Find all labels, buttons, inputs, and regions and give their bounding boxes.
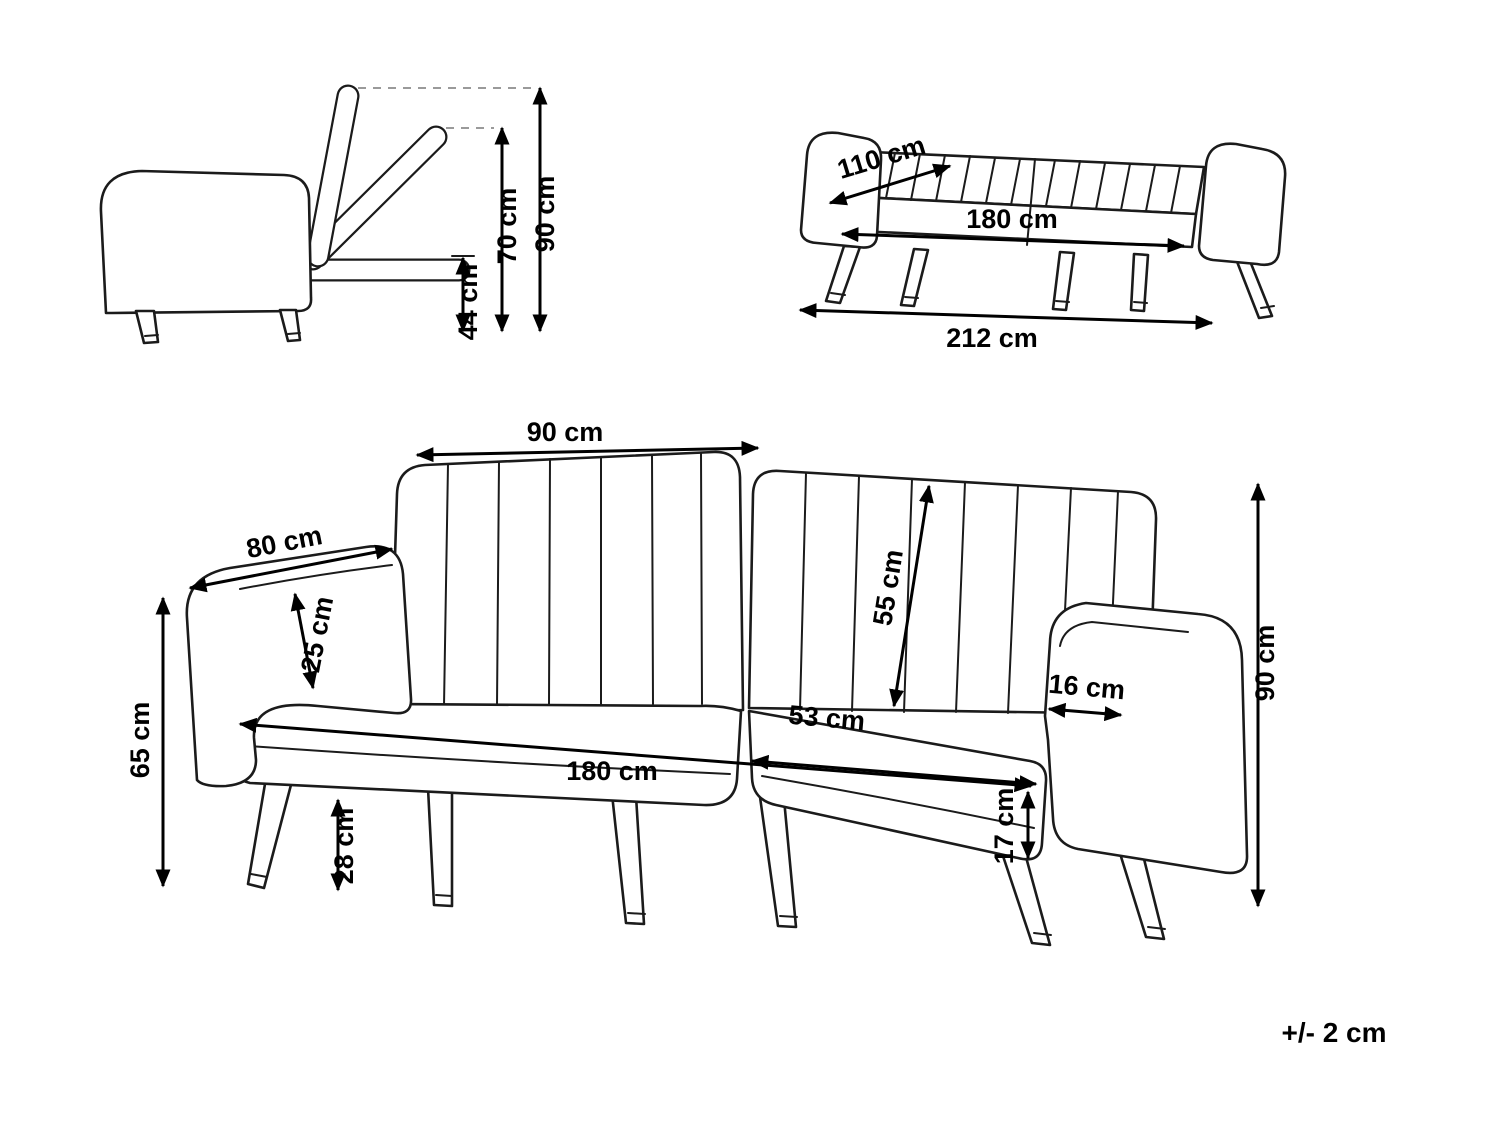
front-leg-cap [779, 915, 798, 918]
dim-label-90cm-side: 90 cm [530, 176, 560, 253]
dimension-backrest-up-height: 90 cm [530, 86, 560, 333]
backrest-mid-position [301, 125, 448, 271]
front-leg [426, 786, 454, 908]
side-profile-view: 44 cm 70 cm 90 cm [99, 84, 560, 345]
dimension-bed-total-length: 212 cm [798, 303, 1214, 353]
dim-label-212cm: 212 cm [946, 323, 1038, 353]
dimension-bed-sleep-width: 180 cm [840, 204, 1186, 253]
armrest-right [1043, 601, 1249, 875]
side-chair-body [99, 169, 313, 315]
front-leg [246, 776, 294, 890]
dim-label-180cm-front: 180 cm [566, 756, 658, 786]
front-leg [610, 792, 646, 926]
bed-leg-cap [1133, 301, 1148, 304]
dim-label-28cm: 28 cm [329, 808, 359, 885]
dimension-backrest-mid-height: 70 cm [492, 126, 522, 333]
backrest-upright-position [306, 84, 360, 268]
bed-leg-cap [1260, 305, 1275, 309]
side-rear-leg-cap [287, 332, 301, 335]
front-perspective-view: 90 cm 80 cm 25 cm 65 cm 55 cm 53 cm 16 c… [125, 417, 1280, 947]
dim-label-17cm: 17 cm [989, 788, 1019, 865]
dimension-seat-width: 180 cm [238, 717, 1033, 793]
dimension-side-height: 65 cm [125, 596, 171, 888]
dim-label-70cm: 70 cm [492, 188, 522, 265]
side-front-leg [134, 309, 160, 345]
armrest-right-roll-line [1059, 620, 1189, 647]
dim-label-90cm-top: 90 cm [527, 417, 604, 447]
dim-label-65cm: 65 cm [125, 702, 155, 779]
dimension-leg-height: 28 cm [329, 798, 359, 892]
front-leg [1000, 851, 1052, 947]
side-front-leg-cap [144, 334, 159, 337]
bed-leg-cap [830, 292, 846, 296]
dim-label-16cm: 16 cm [1047, 669, 1126, 706]
dimension-backrest-section-width: 90 cm [415, 417, 760, 463]
front-leg-cap [627, 912, 646, 915]
seat-cushion-left [220, 701, 743, 807]
bed-leg-cap [904, 296, 919, 299]
dimension-seat-height: 44 cm [453, 256, 483, 341]
dimension-total-height: 90 cm [1250, 482, 1280, 908]
front-leg-cap [250, 873, 268, 878]
bed-right-armrest [1197, 142, 1287, 267]
front-leg-cap [1147, 926, 1166, 930]
bed-leg-cap [1055, 300, 1070, 303]
bed-leg [1234, 257, 1274, 320]
side-rear-leg [278, 308, 302, 343]
dim-label-90cm-right: 90 cm [1250, 625, 1280, 702]
dimension-armrest-width: 16 cm [1047, 669, 1126, 722]
dimension-seat-thickness: 17 cm [989, 788, 1036, 865]
tolerance-note: +/- 2 cm [1281, 1017, 1386, 1048]
dim-label-180cm-bed: 180 cm [966, 204, 1058, 234]
backrest-left-section [388, 450, 745, 714]
front-leg [758, 795, 798, 929]
dim-label-44cm: 44 cm [453, 264, 483, 341]
front-leg-cap [435, 894, 453, 897]
front-leg-cap [1033, 932, 1052, 936]
backrest-left-channels [443, 452, 703, 707]
flat-bed-view: 110 cm 180 cm 212 cm [798, 130, 1287, 353]
